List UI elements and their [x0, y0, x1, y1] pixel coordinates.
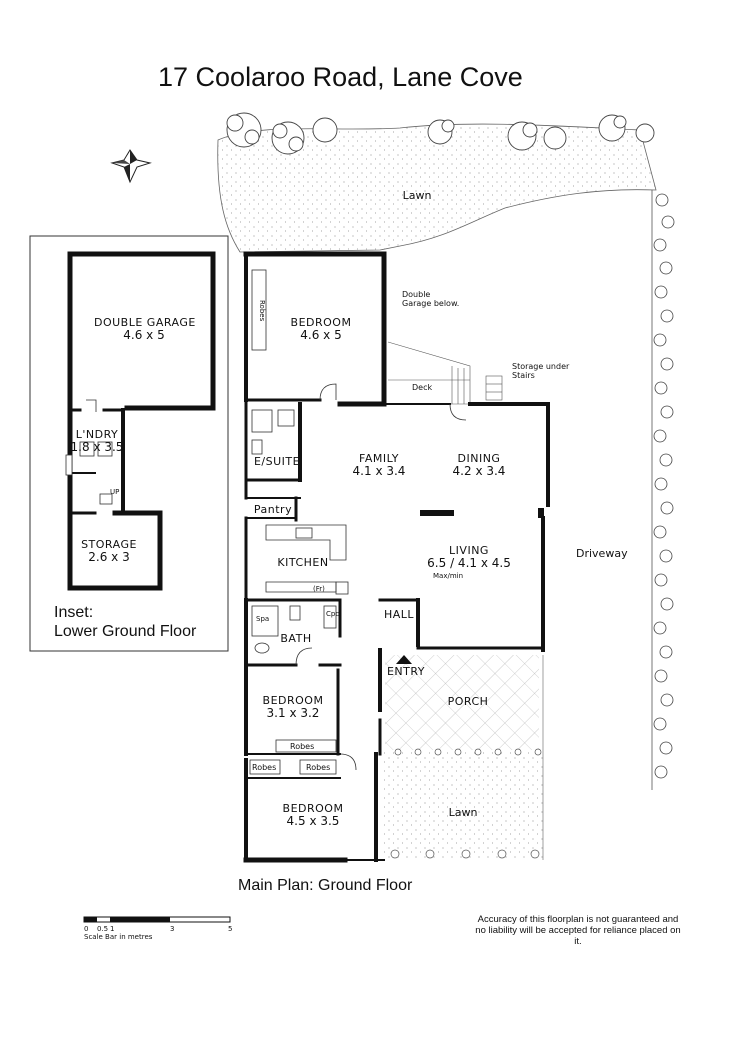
room-bath: BATH: [276, 632, 316, 645]
room-ensuite: E/SUITE: [252, 455, 302, 468]
room-dims: 4.1 x 3.4: [352, 464, 406, 478]
room-name: FAMILY: [359, 452, 399, 465]
room-dims: 4.6 x 5: [123, 328, 165, 342]
room-name: ENTRY: [386, 665, 426, 678]
robes-label: Robes: [252, 763, 277, 772]
scale-tick: 1: [110, 925, 115, 933]
room-name: L'NDRY: [75, 428, 119, 441]
room-laundry: L'NDRY 1.8 x 3.5: [70, 428, 124, 454]
spa-label: Spa: [256, 615, 270, 623]
main-walls: [243, 251, 550, 863]
room-pantry: Pantry: [248, 503, 298, 516]
porch-area: [385, 655, 539, 750]
room-name: BEDROOM: [262, 694, 324, 707]
room-dining: DINING 4.2 x 3.4: [444, 452, 514, 478]
room-name: DOUBLE GARAGE: [94, 316, 196, 329]
scale-tick: 5: [228, 925, 233, 933]
scale-tick: 3: [170, 925, 175, 933]
room-dims: 1.8 x 3.5: [70, 440, 124, 454]
entry-arrow-icon: [396, 655, 412, 664]
room-hall: HALL: [382, 608, 416, 621]
deck-label: Deck: [412, 383, 433, 392]
main-plan-caption: Main Plan: Ground Floor: [238, 877, 413, 894]
room-name: HALL: [383, 608, 415, 621]
room-family: FAMILY 4.1 x 3.4: [344, 452, 414, 478]
robes-label: Robes: [306, 763, 331, 772]
disclaimer: Accuracy of this floorplan is not guaran…: [475, 914, 681, 947]
room-dims: 4.6 x 5: [300, 328, 342, 342]
room-kitchen: KITCHEN: [270, 556, 336, 569]
page-title: 17 Coolaroo Road, Lane Cove: [158, 62, 523, 92]
living-note: Max/min: [433, 572, 464, 580]
room-porch: PORCH: [438, 695, 498, 708]
driveway-label: Driveway: [576, 547, 628, 560]
room-name: BATH: [280, 632, 312, 645]
room-double-garage: DOUBLE GARAGE 4.6 x 5: [94, 316, 196, 342]
lawn-bottom-area: [384, 752, 545, 860]
tree-icon: [226, 112, 655, 155]
room-entry: ENTRY: [384, 665, 428, 678]
room-dims: 6.5 / 4.1 x 4.5: [427, 556, 511, 570]
room-name: E/SUITE: [253, 455, 301, 468]
cupboard-label: Cpd: [326, 610, 340, 618]
room-dims: 4.2 x 3.4: [452, 464, 506, 478]
room-name: DINING: [457, 452, 501, 465]
compass-icon: [110, 149, 152, 184]
garage-note: Double Garage below.: [402, 290, 460, 308]
room-name: BEDROOM: [282, 802, 344, 815]
room-name: PORCH: [447, 695, 489, 708]
scale-label: Scale Bar in metres: [84, 933, 153, 941]
room-name: STORAGE: [81, 538, 137, 551]
room-bedroom-top: BEDROOM 4.6 x 5: [276, 316, 366, 342]
inset-heading: Inset:: [54, 604, 94, 621]
shrub-icon: [390, 748, 542, 859]
scale-tick: 0: [84, 925, 89, 933]
room-name: Pantry: [253, 503, 293, 516]
shrub-icon: [653, 193, 675, 779]
lawn-bottom-label: Lawn: [448, 806, 478, 819]
inset-walls: [67, 251, 216, 591]
inset-fixtures: [65, 399, 113, 505]
lawn-top-area: [217, 123, 657, 253]
fridge-label: (Fr): [313, 585, 325, 593]
room-name: KITCHEN: [277, 556, 329, 569]
robes-label: Robes: [258, 300, 266, 322]
storage-note: Storage under Stairs: [512, 362, 570, 380]
room-living: LIVING 6.5 / 4.1 x 4.5: [414, 544, 524, 570]
scale-tick: 0.5: [97, 925, 109, 933]
room-bedroom-bottom: BEDROOM 4.5 x 3.5: [276, 802, 350, 828]
room-dims: 4.5 x 3.5: [286, 814, 340, 828]
room-name: LIVING: [449, 544, 489, 557]
room-dims: 2.6 x 3: [88, 550, 130, 564]
robes-label: Robes: [290, 742, 315, 751]
room-dims: 3.1 x 3.2: [266, 706, 320, 720]
deck-area: [387, 341, 503, 405]
inset-frame: [29, 235, 229, 652]
room-storage: STORAGE 2.6 x 3: [74, 538, 144, 564]
scale-bar: [83, 916, 231, 923]
up-label: UP: [110, 488, 120, 496]
inset-subheading: Lower Ground Floor: [54, 623, 197, 640]
fixtures: [249, 269, 467, 775]
lawn-top-label: Lawn: [402, 189, 432, 202]
room-bedroom-mid: BEDROOM 3.1 x 3.2: [258, 694, 328, 720]
room-name: BEDROOM: [290, 316, 352, 329]
